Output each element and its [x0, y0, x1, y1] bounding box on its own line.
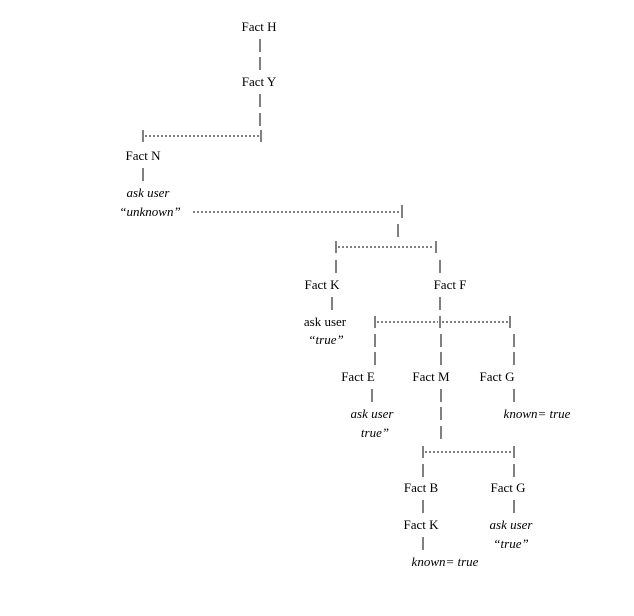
fact-n-answer: “unknown”	[119, 204, 180, 219]
fact-m-label: Fact M	[412, 369, 450, 384]
fact-b-label: Fact B	[404, 480, 439, 495]
fact-g-label: Fact G	[490, 480, 525, 495]
fact-k-label: Fact K	[304, 277, 340, 292]
fact-y-label: Fact Y	[242, 74, 277, 89]
fact-f-label: Fact F	[434, 277, 467, 292]
fact-e-answer: true”	[361, 425, 389, 440]
fact-g-answer: “true”	[493, 536, 528, 551]
fact-k-answer: “true”	[308, 332, 343, 347]
fact-k-ask-user: ask user	[304, 314, 347, 329]
fact-k-known: known= true	[412, 554, 479, 569]
fact-e-label: Fact E	[341, 369, 375, 384]
fact-h-label: Fact H	[241, 19, 276, 34]
fact-n-label: Fact N	[125, 148, 161, 163]
fact-e-ask-user: ask user	[351, 406, 395, 421]
fact-g-ask-user: ask user	[490, 517, 534, 532]
fact-k-label: Fact K	[403, 517, 439, 532]
fact-g-known: known= true	[504, 406, 571, 421]
fact-g-label: Fact G	[479, 369, 514, 384]
fact-n-ask-user: ask user	[127, 185, 171, 200]
